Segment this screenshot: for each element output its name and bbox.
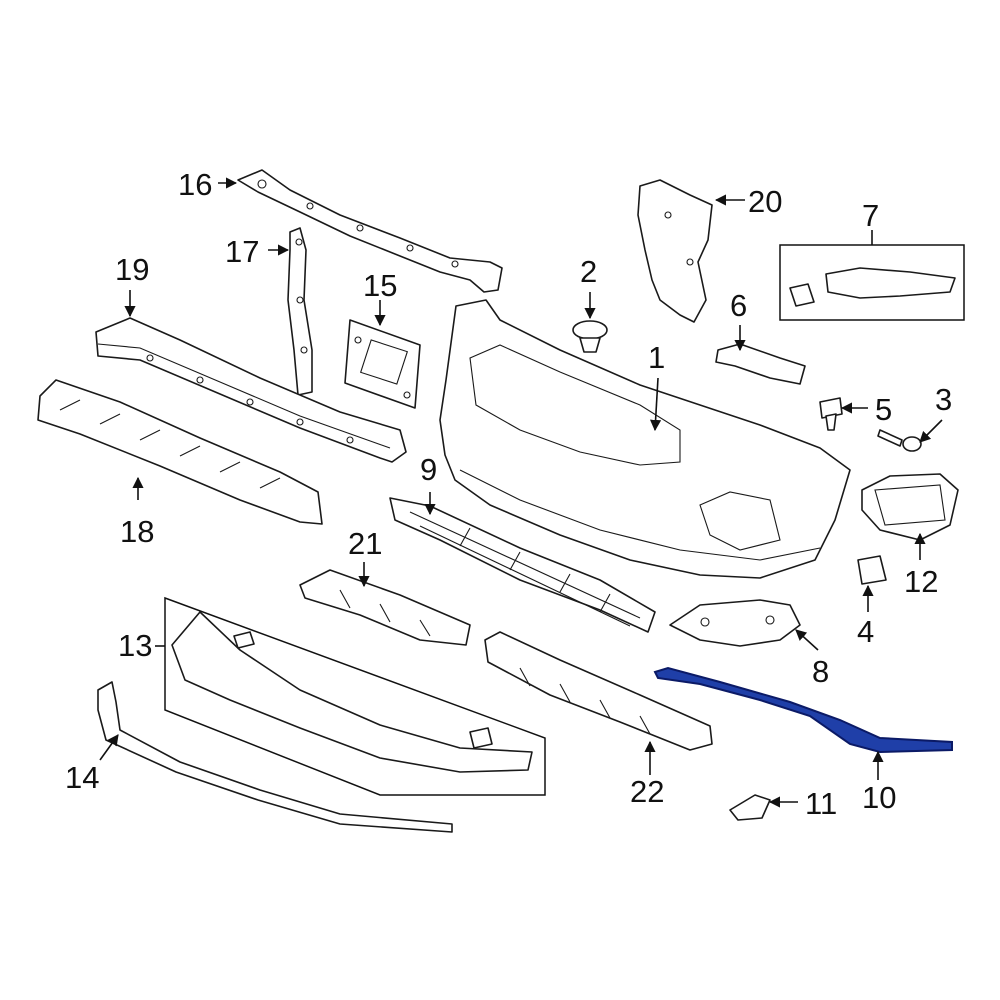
part-15-license-bracket[interactable] bbox=[344, 319, 421, 409]
part-4-clip[interactable] bbox=[857, 555, 887, 585]
callout-21[interactable]: 21 bbox=[348, 526, 382, 561]
callout-13[interactable]: 13 bbox=[118, 628, 152, 663]
callout-17[interactable]: 17 bbox=[225, 234, 259, 269]
part-10-trim-strip-shape bbox=[653, 666, 953, 754]
callout-12[interactable]: 12 bbox=[904, 564, 938, 599]
part-12-fog-grille[interactable] bbox=[861, 473, 959, 541]
part-14-lip-strip[interactable] bbox=[97, 681, 453, 833]
part-11-clip[interactable] bbox=[729, 794, 771, 821]
part-8-bracket[interactable] bbox=[669, 599, 801, 647]
part-22-absorber[interactable] bbox=[484, 631, 713, 751]
part-3-screw[interactable] bbox=[877, 429, 922, 452]
part-2-push-pin[interactable] bbox=[572, 320, 608, 353]
part-13-lower-deflector[interactable] bbox=[171, 611, 533, 773]
part-19-reinforcement-beam[interactable] bbox=[95, 317, 407, 463]
callout-9[interactable]: 9 bbox=[420, 452, 437, 487]
part-20-side-bracket[interactable] bbox=[637, 179, 713, 323]
callout-16[interactable]: 16 bbox=[178, 167, 212, 202]
part-17-vertical-bracket[interactable] bbox=[287, 227, 313, 396]
callout-22[interactable]: 22 bbox=[630, 774, 664, 809]
part-13-box bbox=[164, 596, 546, 796]
callout-5[interactable]: 5 bbox=[875, 392, 892, 427]
part-21-bracket[interactable] bbox=[299, 569, 471, 646]
callout-10[interactable]: 10 bbox=[862, 780, 896, 815]
callout-19[interactable]: 19 bbox=[115, 252, 149, 287]
callout-6[interactable]: 6 bbox=[730, 288, 747, 323]
callout-4[interactable]: 4 bbox=[857, 614, 874, 649]
part-18-energy-absorber[interactable] bbox=[37, 379, 323, 525]
part-10-trim-strip[interactable] bbox=[653, 666, 953, 754]
part-7-trim-bracket[interactable] bbox=[789, 267, 956, 307]
part-1-bumper-cover[interactable] bbox=[439, 299, 851, 579]
callout-20[interactable]: 20 bbox=[748, 184, 782, 219]
callout-7[interactable]: 7 bbox=[862, 198, 879, 233]
callout-18[interactable]: 18 bbox=[120, 514, 154, 549]
callout-11[interactable]: 11 bbox=[805, 786, 837, 821]
callout-2[interactable]: 2 bbox=[580, 254, 597, 289]
part-5-bolt[interactable] bbox=[819, 397, 843, 431]
leader-lines bbox=[99, 177, 943, 808]
callout-1[interactable]: 1 bbox=[648, 340, 665, 375]
callout-14[interactable]: 14 bbox=[65, 760, 99, 795]
part-9-lower-grille[interactable] bbox=[389, 497, 656, 633]
part-16-upper-support[interactable] bbox=[237, 169, 503, 293]
callout-labels: 16 17 15 19 18 20 2 1 7 6 5 3 12 4 9 8 2… bbox=[65, 167, 952, 821]
callout-8[interactable]: 8 bbox=[812, 654, 829, 689]
callout-15[interactable]: 15 bbox=[363, 268, 397, 303]
part-6-bracket[interactable] bbox=[715, 343, 806, 385]
callout-3[interactable]: 3 bbox=[935, 382, 952, 417]
